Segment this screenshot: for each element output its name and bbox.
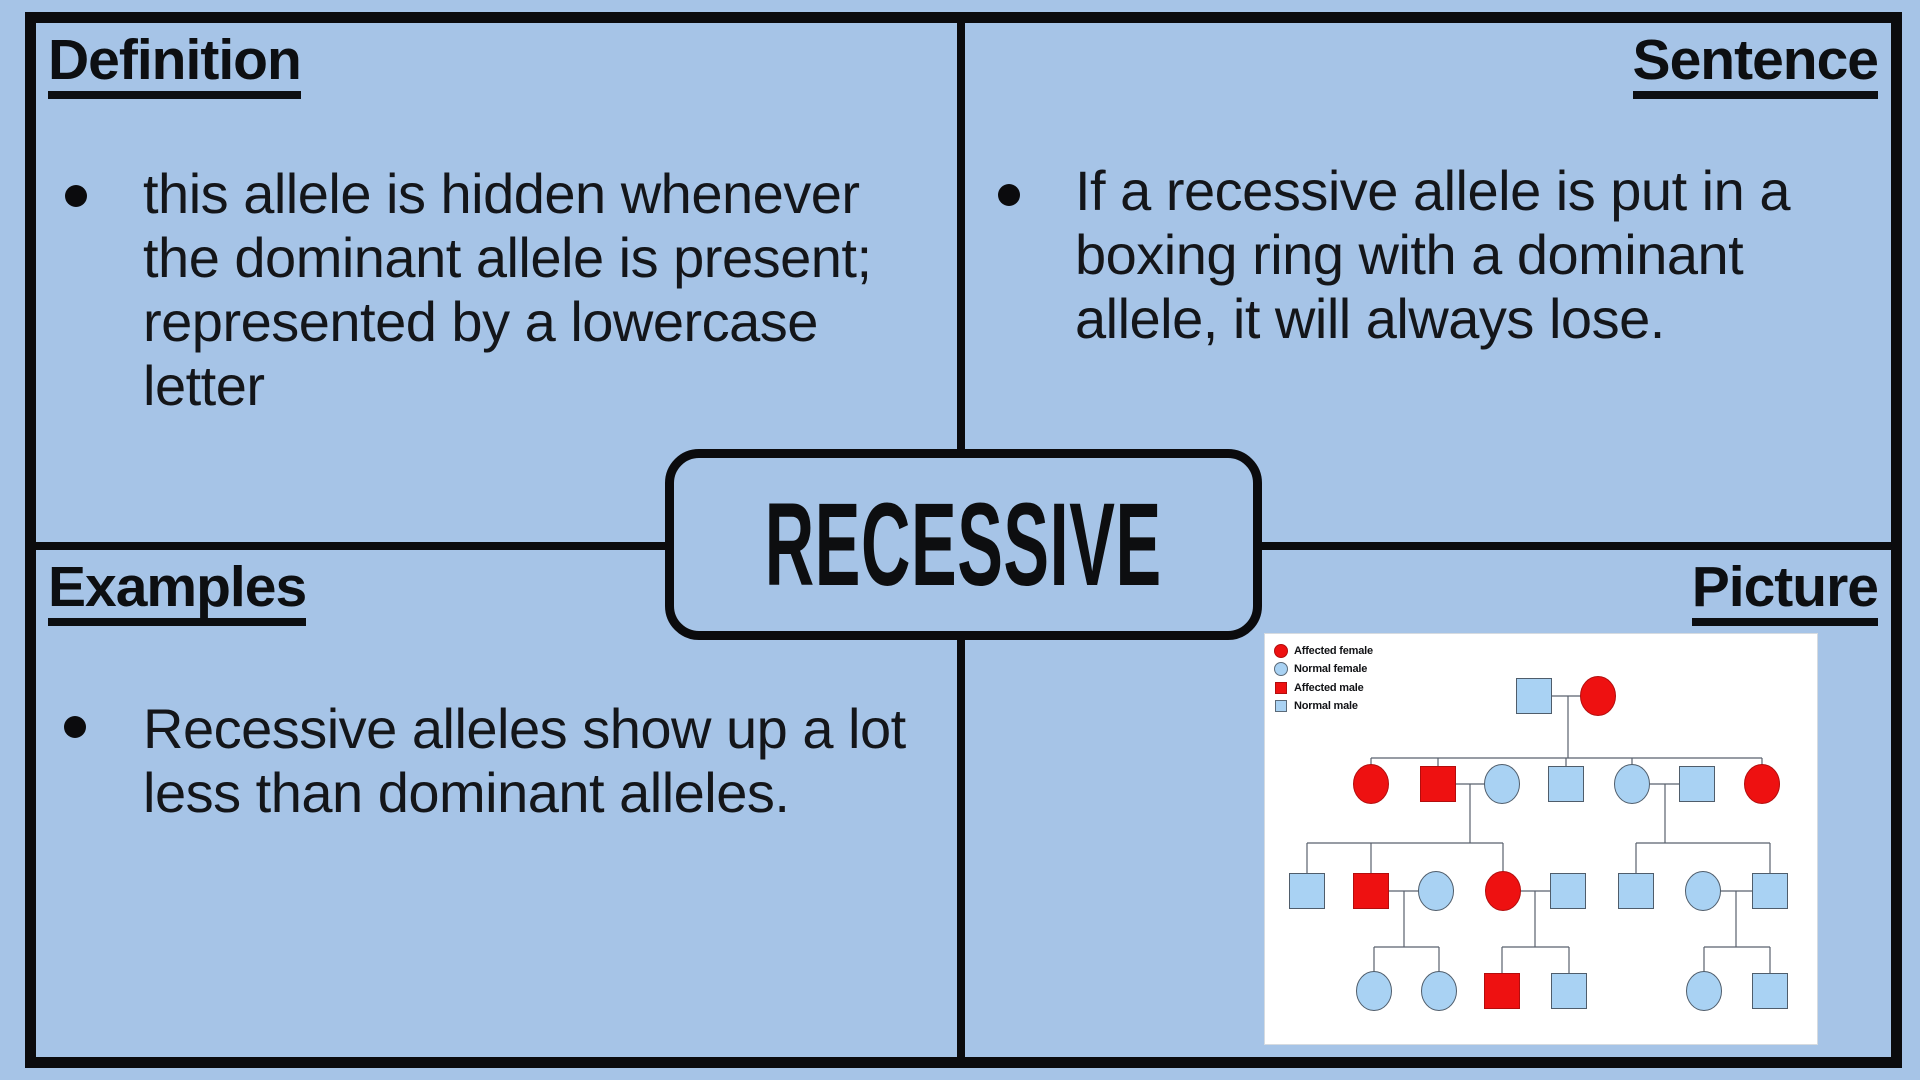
pedigree-person-2-3 xyxy=(1420,766,1456,802)
pedigree-person-4-18 xyxy=(1421,971,1457,1011)
pedigree-person-2-8 xyxy=(1744,764,1780,804)
pedigree-person-4-17 xyxy=(1356,971,1392,1011)
normal-male-swatch-icon xyxy=(1275,700,1287,713)
legend-item-affected-male: Affected male xyxy=(1274,681,1373,695)
legend-label: Normal male xyxy=(1294,700,1358,713)
legend-label: Normal female xyxy=(1294,663,1368,676)
pedigree-person-2-7 xyxy=(1679,766,1715,802)
normal-female-swatch-icon xyxy=(1274,662,1288,677)
sentence-heading: Sentence xyxy=(1632,32,1879,99)
examples-heading: Examples xyxy=(48,559,307,626)
sentence-bullet-dot xyxy=(998,184,1020,206)
pedigree-person-1-0 xyxy=(1516,678,1552,714)
divider-vertical-top xyxy=(957,23,965,449)
pedigree-person-3-16 xyxy=(1752,873,1788,909)
pedigree-person-3-15 xyxy=(1685,871,1721,911)
pedigree-person-4-21 xyxy=(1686,971,1722,1011)
divider-horizontal-left xyxy=(36,542,665,550)
definition-heading: Definition xyxy=(48,32,302,99)
pedigree-person-1-1 xyxy=(1580,676,1616,716)
affected-male-swatch-icon xyxy=(1275,681,1287,694)
picture-heading: Picture xyxy=(1691,559,1879,626)
examples-bullet-text: Recessive alleles show up a lot less tha… xyxy=(143,697,906,824)
pedigree-panel: Affected female Normal female Affected m… xyxy=(1264,633,1818,1045)
pedigree-person-2-6 xyxy=(1614,764,1650,804)
pedigree-person-4-22 xyxy=(1752,973,1788,1009)
pedigree-person-2-2 xyxy=(1353,764,1389,804)
sentence-bullet-text: If a recessive allele is put in a boxing… xyxy=(1075,159,1790,350)
pedigree-person-3-14 xyxy=(1618,873,1654,909)
pedigree-person-3-12 xyxy=(1485,871,1521,911)
outer-frame xyxy=(25,12,1902,1068)
pedigree-person-3-10 xyxy=(1353,873,1389,909)
legend-item-normal-female: Normal female xyxy=(1274,662,1373,677)
legend-label: Affected male xyxy=(1294,681,1364,694)
center-term-box: RECESSIVE xyxy=(665,449,1262,640)
pedigree-person-3-13 xyxy=(1550,873,1586,909)
legend-item-affected-female: Affected female xyxy=(1274,643,1373,658)
pedigree-person-2-5 xyxy=(1548,766,1584,802)
divider-vertical-bottom xyxy=(957,640,965,1058)
examples-bullet-dot xyxy=(64,716,86,738)
pedigree-person-2-4 xyxy=(1484,764,1520,804)
pedigree-person-4-20 xyxy=(1551,973,1587,1009)
center-term-label: RECESSIVE xyxy=(765,478,1162,611)
pedigree-connectors xyxy=(1306,695,1771,974)
pedigree-person-3-9 xyxy=(1289,873,1325,909)
pedigree-person-3-11 xyxy=(1418,871,1454,911)
legend-label: Affected female xyxy=(1294,644,1373,657)
definition-bullet-dot xyxy=(65,185,87,207)
pedigree-person-4-19 xyxy=(1484,973,1520,1009)
affected-female-swatch-icon xyxy=(1274,643,1288,658)
definition-bullet-text: this allele is hidden whenever the domin… xyxy=(143,162,872,417)
pedigree-chart xyxy=(1289,676,1788,1011)
pedigree-legend: Affected female Normal female Affected m… xyxy=(1274,643,1373,714)
divider-horizontal-right xyxy=(1262,542,1892,550)
legend-item-normal-male: Normal male xyxy=(1274,700,1373,714)
